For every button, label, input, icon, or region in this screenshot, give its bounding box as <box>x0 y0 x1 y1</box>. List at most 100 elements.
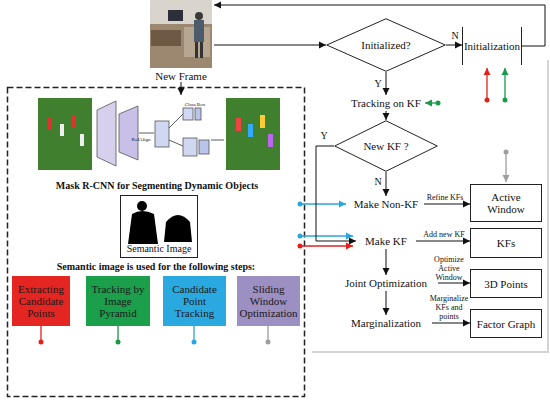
node-text: Factor Graph <box>477 318 535 330</box>
network-block <box>119 106 138 160</box>
flow-arrow <box>386 72 387 95</box>
usage-dot <box>503 98 508 103</box>
flow-arrow <box>386 172 387 196</box>
step-link <box>267 326 268 340</box>
mask-overlay <box>248 124 253 137</box>
node-text: Make KF <box>365 235 407 247</box>
flow-arrow <box>214 45 326 46</box>
data-box: KFs <box>470 228 542 258</box>
process-step: Make Non-KF <box>348 196 424 212</box>
network-block <box>155 121 169 147</box>
usage-arrow <box>505 152 506 182</box>
edge-label: Refine KFs <box>421 193 469 202</box>
step-dot <box>192 340 197 345</box>
figure-caption: Mask R-CNN for Segmenting Dynamic Object… <box>32 180 282 192</box>
node-text: Tracking on KF <box>351 97 421 109</box>
data-box: 3D Points <box>470 269 542 298</box>
mask-overlay <box>236 118 241 131</box>
edge-label: N <box>449 30 461 41</box>
input-image <box>38 98 92 170</box>
photo-person-head <box>195 12 203 20</box>
player <box>60 124 64 136</box>
step-box: Sliding Window Optimization <box>237 276 300 326</box>
flow-arrow <box>424 204 470 205</box>
network-link <box>169 114 183 128</box>
diamond-shape <box>335 121 438 172</box>
player <box>80 134 84 146</box>
silhouette <box>128 211 158 244</box>
mask-overlay <box>260 115 265 128</box>
player <box>72 115 76 127</box>
network-label: Class Box <box>180 101 210 108</box>
photo-desk <box>151 30 181 46</box>
flow-arrow <box>316 146 356 241</box>
network-block <box>199 140 209 154</box>
process-step: Tracking on KF <box>344 95 428 111</box>
network-link <box>139 133 154 134</box>
usage-arrow <box>300 235 353 236</box>
usage-dot <box>485 98 490 103</box>
usage-arrow <box>300 203 346 204</box>
edge-label: Y <box>372 78 384 89</box>
usage-dot <box>298 244 303 249</box>
usage-dot <box>436 101 441 106</box>
photo-monitor <box>168 10 183 21</box>
dashed-group <box>8 88 305 397</box>
note-text: Semantic image is used for the following… <box>30 261 282 273</box>
flow-arrow <box>214 5 545 46</box>
node-text: Initialization <box>464 40 520 52</box>
decision-diamond: Initialized? <box>326 18 446 72</box>
semantic-image-box: Semantic Image <box>120 195 198 258</box>
node-text: Tracking by Image Pyramid <box>88 283 148 319</box>
node-text: KFs <box>497 237 515 249</box>
flow-arrow <box>416 241 470 242</box>
player <box>48 118 52 130</box>
usage-dot <box>298 234 303 239</box>
usage-arrow <box>300 245 353 246</box>
node-text: Sliding Window Optimization <box>239 283 298 319</box>
step-link <box>193 326 194 340</box>
flow-arrow <box>386 249 387 275</box>
step-box: Tracking by Image Pyramid <box>86 276 150 326</box>
node-text: Initialized? <box>361 39 410 51</box>
flow-arrow <box>446 45 462 46</box>
node-text: Extracting Candidate Points <box>14 283 68 319</box>
decision-diamond: New KF ? <box>334 120 438 172</box>
step-dot <box>39 340 44 345</box>
network-link <box>169 140 183 146</box>
node-text: 3D Points <box>484 278 528 290</box>
network-block <box>97 101 116 166</box>
photo-background <box>150 0 212 68</box>
node-text: Marginalization <box>351 317 421 329</box>
edge-label: Y <box>318 130 330 141</box>
diamond-shape <box>327 19 446 72</box>
silhouette <box>137 201 147 211</box>
node-text: Make Non-KF <box>354 198 418 210</box>
panel-frame <box>312 60 548 352</box>
network-block <box>183 138 197 156</box>
node-text: Semantic Image <box>127 243 192 255</box>
flow-arrow <box>386 291 387 315</box>
process-step: Joint Optimization <box>334 275 438 291</box>
process-box: Initialization <box>462 27 522 65</box>
frame-node: New Frame <box>148 0 214 82</box>
edge-label: Add new KF <box>419 230 469 239</box>
flow-arrow <box>438 283 470 284</box>
mask-overlay <box>268 134 273 147</box>
step-link <box>40 326 41 340</box>
network-link <box>211 140 224 141</box>
edge-label: Optimize Active Window <box>430 255 468 282</box>
node-text: New KF ? <box>363 140 408 152</box>
step-dot <box>116 340 121 345</box>
flow-arrow <box>386 111 387 120</box>
data-box: Factor Graph <box>470 309 542 338</box>
step-box: Extracting Candidate Points <box>12 276 70 326</box>
silhouette <box>164 215 192 242</box>
usage-dot <box>298 202 303 207</box>
edge-label: Marginalize KFs and points <box>428 294 470 321</box>
photo-person-leg <box>195 42 198 58</box>
network-label: RoIAlign <box>126 136 156 143</box>
